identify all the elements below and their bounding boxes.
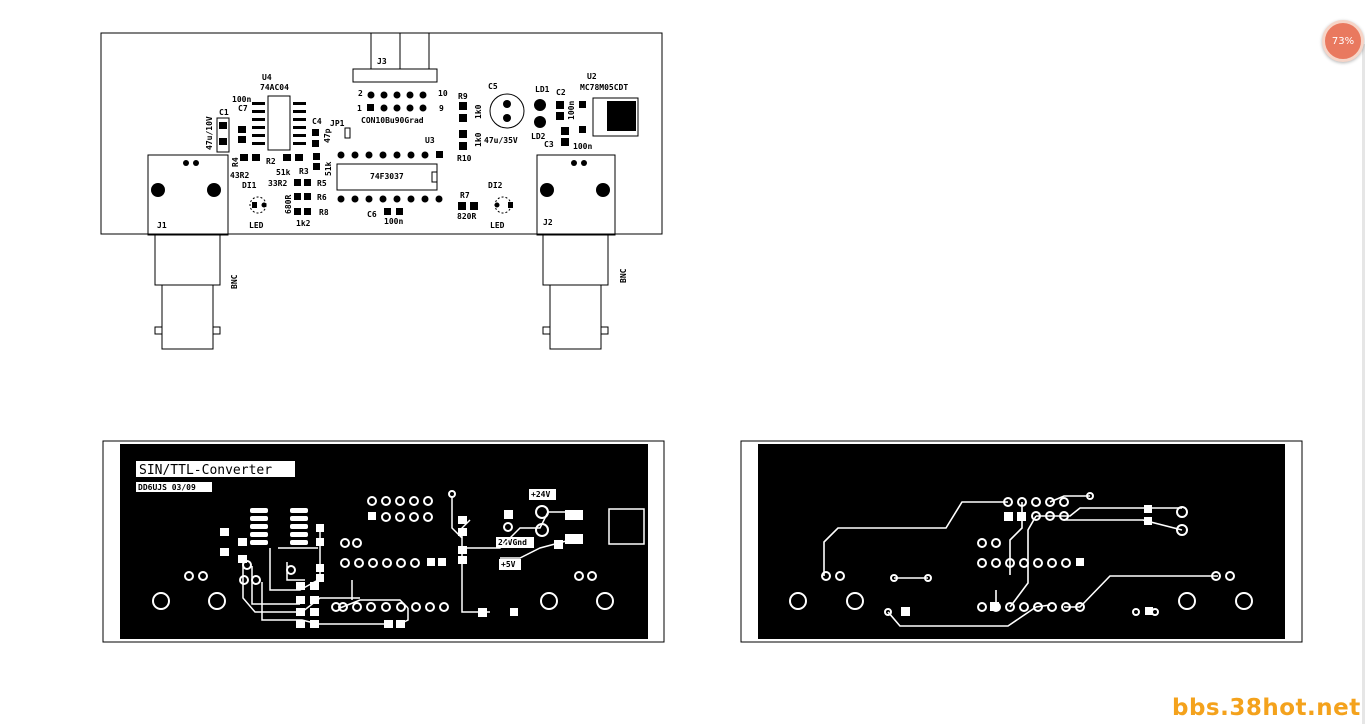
placement-view <box>100 32 663 350</box>
c5-label: C5 <box>488 82 498 91</box>
j1-label: J1 <box>157 221 167 230</box>
r7-value: 820R <box>457 212 476 221</box>
u3-value: 74F3037 <box>370 172 404 181</box>
u4-body <box>267 95 291 151</box>
c6-value: 100n <box>384 217 403 226</box>
c1-label: C1 <box>219 108 229 117</box>
u2-outline <box>592 97 639 137</box>
top-copper-rings <box>152 490 614 612</box>
c4-value: 47p <box>323 128 332 143</box>
r4-label: R4 <box>231 157 240 167</box>
bottom-copper-frame <box>740 440 1303 643</box>
label-5v: +5V <box>501 560 516 569</box>
led1-label: LED <box>249 221 264 230</box>
r4-value: 43R2 <box>230 171 249 180</box>
zoom-level-button[interactable]: 73% <box>1322 20 1364 62</box>
title-box <box>136 461 295 477</box>
bottom-copper-board <box>758 444 1285 639</box>
r2-label: R2 <box>266 157 276 166</box>
window-edge <box>1362 44 1365 724</box>
r10-value: 1k0 <box>474 132 483 147</box>
c5-value: 47u/35V <box>484 136 518 145</box>
u4-label: U4 <box>262 73 272 82</box>
c1-outline <box>216 117 230 153</box>
j2-label: J2 <box>543 218 553 227</box>
jp1-outline <box>344 127 351 139</box>
j1-neck <box>154 234 221 286</box>
header-name-label: CON10Bu90Grad <box>361 116 424 125</box>
top-copper-frame <box>102 440 665 643</box>
r9-label: R9 <box>458 92 468 101</box>
c7-value: 100n <box>232 95 251 104</box>
placement-labels: J3 2 10 1 9 CON10Bu90Grad U3 74F3037 U4 … <box>157 57 628 289</box>
top-copper-pads <box>220 508 645 628</box>
j2-neck <box>542 234 609 286</box>
bnc2-label: BNC <box>619 268 628 283</box>
r3-value: 51k <box>324 161 333 176</box>
bottom-copper-pads <box>901 505 1153 616</box>
jp1-label: JP1 <box>330 119 345 128</box>
r7-label: R7 <box>460 191 470 200</box>
c2-label: C2 <box>556 88 566 97</box>
c3-value: 100n <box>573 142 592 151</box>
r6-label: R6 <box>317 193 327 202</box>
u4-value: 74AC04 <box>260 83 289 92</box>
c4-label: C4 <box>312 117 322 126</box>
board-title: SIN/TTL-Converter <box>139 463 272 478</box>
ld2-label: LD2 <box>531 132 546 141</box>
c1-value: 47u/10V <box>205 116 214 150</box>
bottom-copper-traces <box>823 495 1218 627</box>
c3-label: C3 <box>544 140 554 149</box>
j3-shroud <box>352 68 438 83</box>
top-copper-view: SIN/TTL-Converter DD6UJS 03/09 +24V 24VG… <box>102 440 665 643</box>
bottom-copper-view <box>740 440 1303 643</box>
pin9-label: 9 <box>439 104 444 113</box>
j2-barrel <box>549 284 602 350</box>
pin1-label: 1 <box>357 104 362 113</box>
r6-value: 680R <box>284 195 293 214</box>
bottom-copper-rings <box>789 492 1253 616</box>
label-24vgnd: 24VGnd <box>498 538 527 547</box>
pin2-label: 2 <box>358 89 363 98</box>
watermark-text: bbs.38hot.net <box>1172 695 1361 721</box>
label-24v: +24V <box>531 490 550 499</box>
r2-value: 51k <box>276 168 291 177</box>
ld1-label: LD1 <box>535 85 550 94</box>
di2-label: DI2 <box>488 181 503 190</box>
pin10-label: 10 <box>438 89 448 98</box>
c5-outline <box>489 93 525 129</box>
board-version: DD6UJS 03/09 <box>138 483 196 492</box>
placement-pads <box>151 91 636 215</box>
j1-barrel <box>161 284 214 350</box>
r10-label: R10 <box>457 154 472 163</box>
r8-value: 1k2 <box>296 219 311 228</box>
c2-value: 100n <box>567 101 576 120</box>
r3-label: R3 <box>299 167 309 176</box>
r8-label: R8 <box>319 208 329 217</box>
di1-label: DI1 <box>242 181 257 190</box>
c6-label: C6 <box>367 210 377 219</box>
r9-value: 1k0 <box>474 104 483 119</box>
bnc1-label: BNC <box>230 274 239 289</box>
r5-label: R5 <box>317 179 327 188</box>
u3-label: U3 <box>425 136 435 145</box>
zoom-level-text: 73% <box>1331 35 1355 47</box>
u2-label: U2 <box>587 72 597 81</box>
c7-label: C7 <box>238 104 248 113</box>
u2-value: MC78M05CDT <box>580 83 628 92</box>
j3-label: J3 <box>377 57 387 66</box>
r5-value: 33R2 <box>268 179 287 188</box>
led2-label: LED <box>490 221 505 230</box>
version-box <box>136 482 212 492</box>
